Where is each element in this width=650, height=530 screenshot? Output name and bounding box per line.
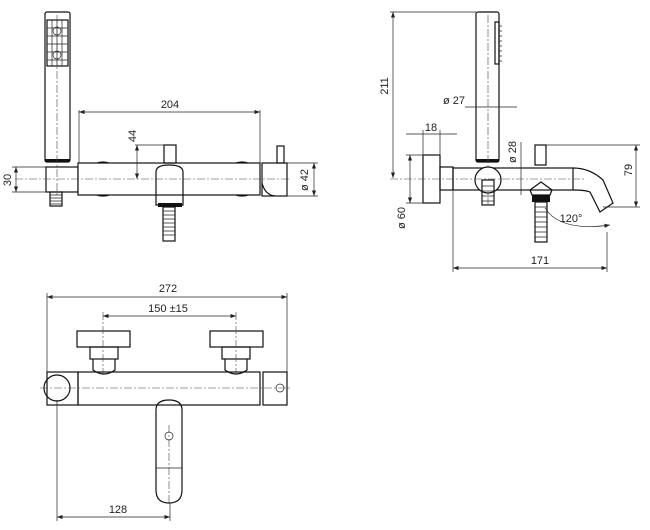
spout-side — [572, 167, 614, 213]
dim-reach-171: 171 — [531, 255, 549, 267]
dim-height-211: 211 — [379, 77, 391, 95]
dim-diameter-28: ø 28 — [507, 141, 519, 163]
handshower — [44, 11, 71, 163]
dim-diameter-27: ø 27 — [443, 95, 465, 107]
front-view: 204 44 30 ø 42 — [2, 11, 318, 242]
dim-offset-128: 128 — [109, 504, 127, 516]
dim-diameter-60: ø 60 — [396, 207, 408, 229]
dim-depth-18: 18 — [425, 122, 437, 134]
dim-height-44: 44 — [127, 130, 139, 142]
dim-width-272: 272 — [159, 283, 177, 295]
top-view: 272 150 ±15 128 — [40, 283, 290, 521]
spout-outlet — [155, 164, 184, 206]
side-view: 211 ø 27 18 ø 60 ø 28 79 120° 171 — [379, 11, 640, 272]
dim-diameter-42: ø 42 — [299, 169, 311, 191]
handshower-holder — [45, 166, 79, 193]
dim-width-204: 204 — [161, 99, 179, 111]
dim-height-79: 79 — [623, 164, 635, 176]
dim-height-30: 30 — [2, 174, 14, 186]
dim-angle-120: 120° — [560, 213, 583, 225]
handshower-spray-face — [46, 19, 69, 67]
spout-top — [155, 399, 183, 504]
dim-centers-150: 150 ±15 — [148, 303, 188, 315]
